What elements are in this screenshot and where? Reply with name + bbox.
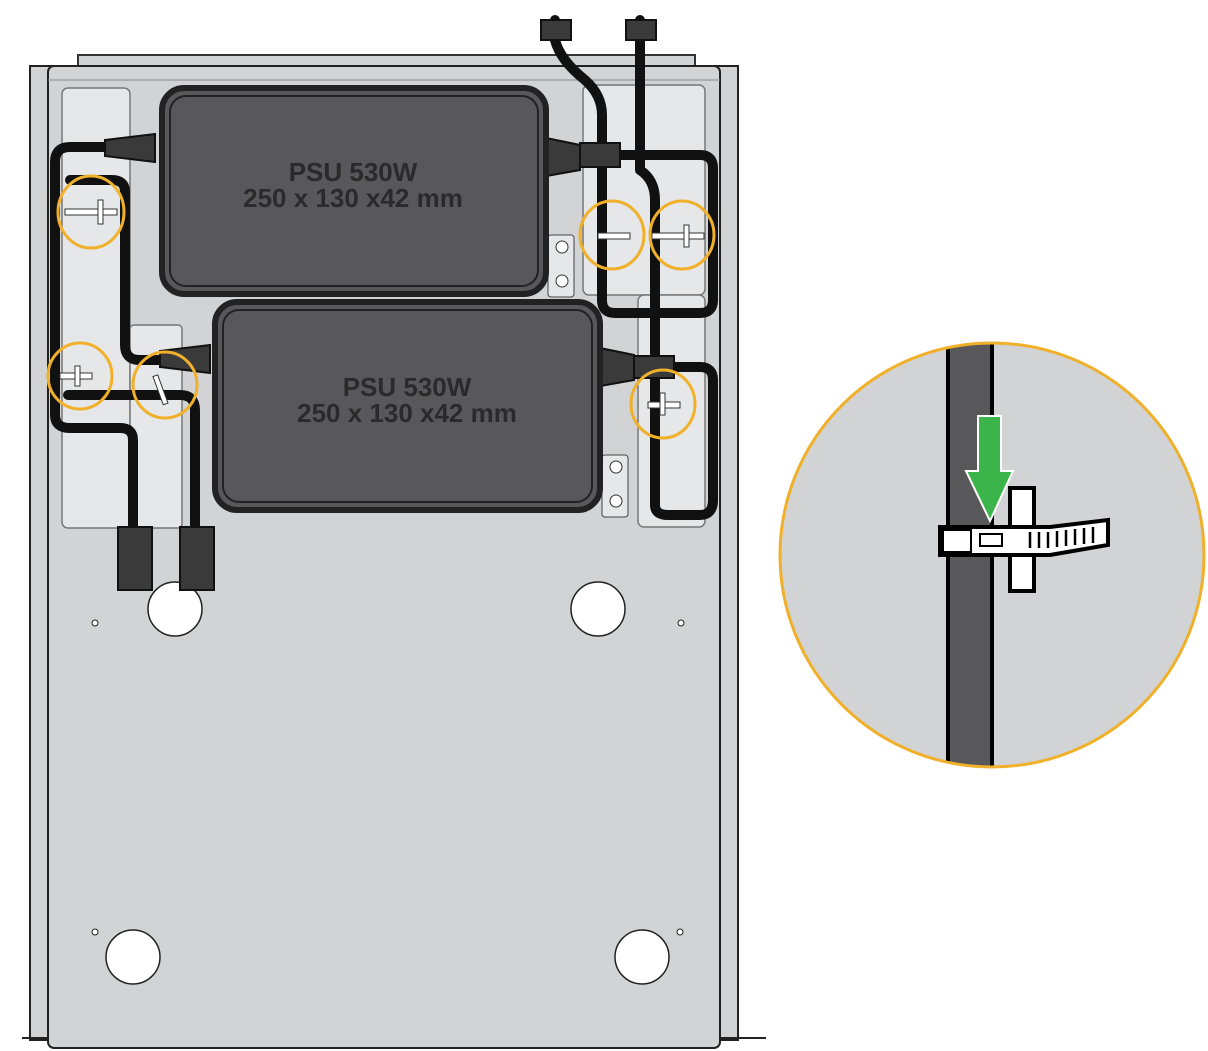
tie-teeth: [1028, 527, 1095, 548]
psu-top: PSU 530W 250 x 130 x42 mm: [159, 85, 549, 297]
psu-bottom-name: PSU 530W: [343, 372, 472, 402]
psu-bottom-dimensions: 250 x 130 x42 mm: [297, 398, 517, 428]
connectors: [104, 19, 675, 591]
psu-bottom: PSU 530W 250 x 130 x42 mm: [212, 299, 603, 513]
cable-ties: [59, 199, 705, 416]
cables: [50, 15, 718, 535]
highlight-circles: [46, 174, 716, 440]
mounting-holes: [91, 581, 685, 985]
psu-top-name: PSU 530W: [289, 157, 418, 187]
psu-top-dimensions: 250 x 130 x42 mm: [243, 183, 463, 213]
arrow-down-icon: [964, 415, 1015, 524]
zoom-detail-callout: [778, 341, 1206, 769]
